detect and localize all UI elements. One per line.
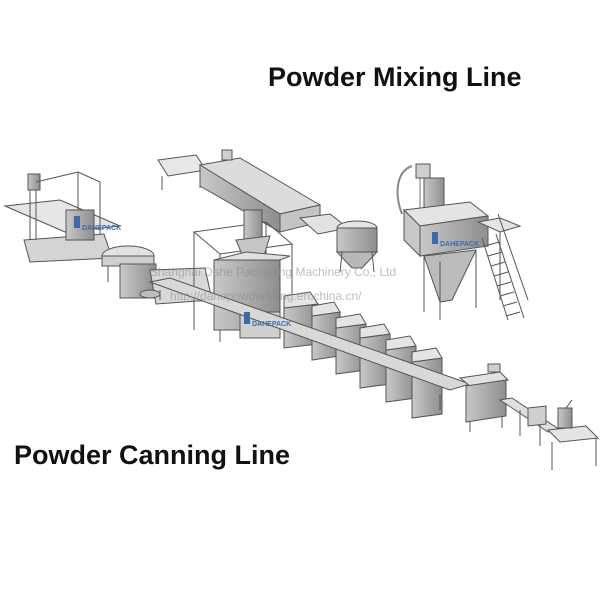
logo-text: DAHEPACK	[440, 241, 479, 248]
packing-table	[527, 399, 600, 470]
powder-mixing-line-label: Powder Mixing Line	[268, 62, 522, 92]
mixer-hopper	[335, 220, 379, 273]
watermark-url: http://dahepowderfilling.en.china.cn/	[170, 289, 362, 303]
powder-canning-line-label: Powder Canning Line	[14, 440, 291, 470]
seaming-machine	[458, 363, 510, 432]
dahepack-logo: DAHEPACK	[74, 216, 121, 232]
watermark-company: Shanghai Dahe Packaging Machinery Co., L…	[150, 265, 396, 279]
logo-text: DAHEPACK	[82, 225, 121, 232]
logo-text: DAHEPACK	[252, 321, 291, 328]
stairs	[481, 213, 529, 321]
ribbon-mixer	[396, 163, 522, 320]
depalletizer-frame	[3, 171, 122, 263]
dahepack-logo: DAHEPACK	[244, 312, 291, 328]
dahepack-logo: DAHEPACK	[432, 232, 479, 248]
